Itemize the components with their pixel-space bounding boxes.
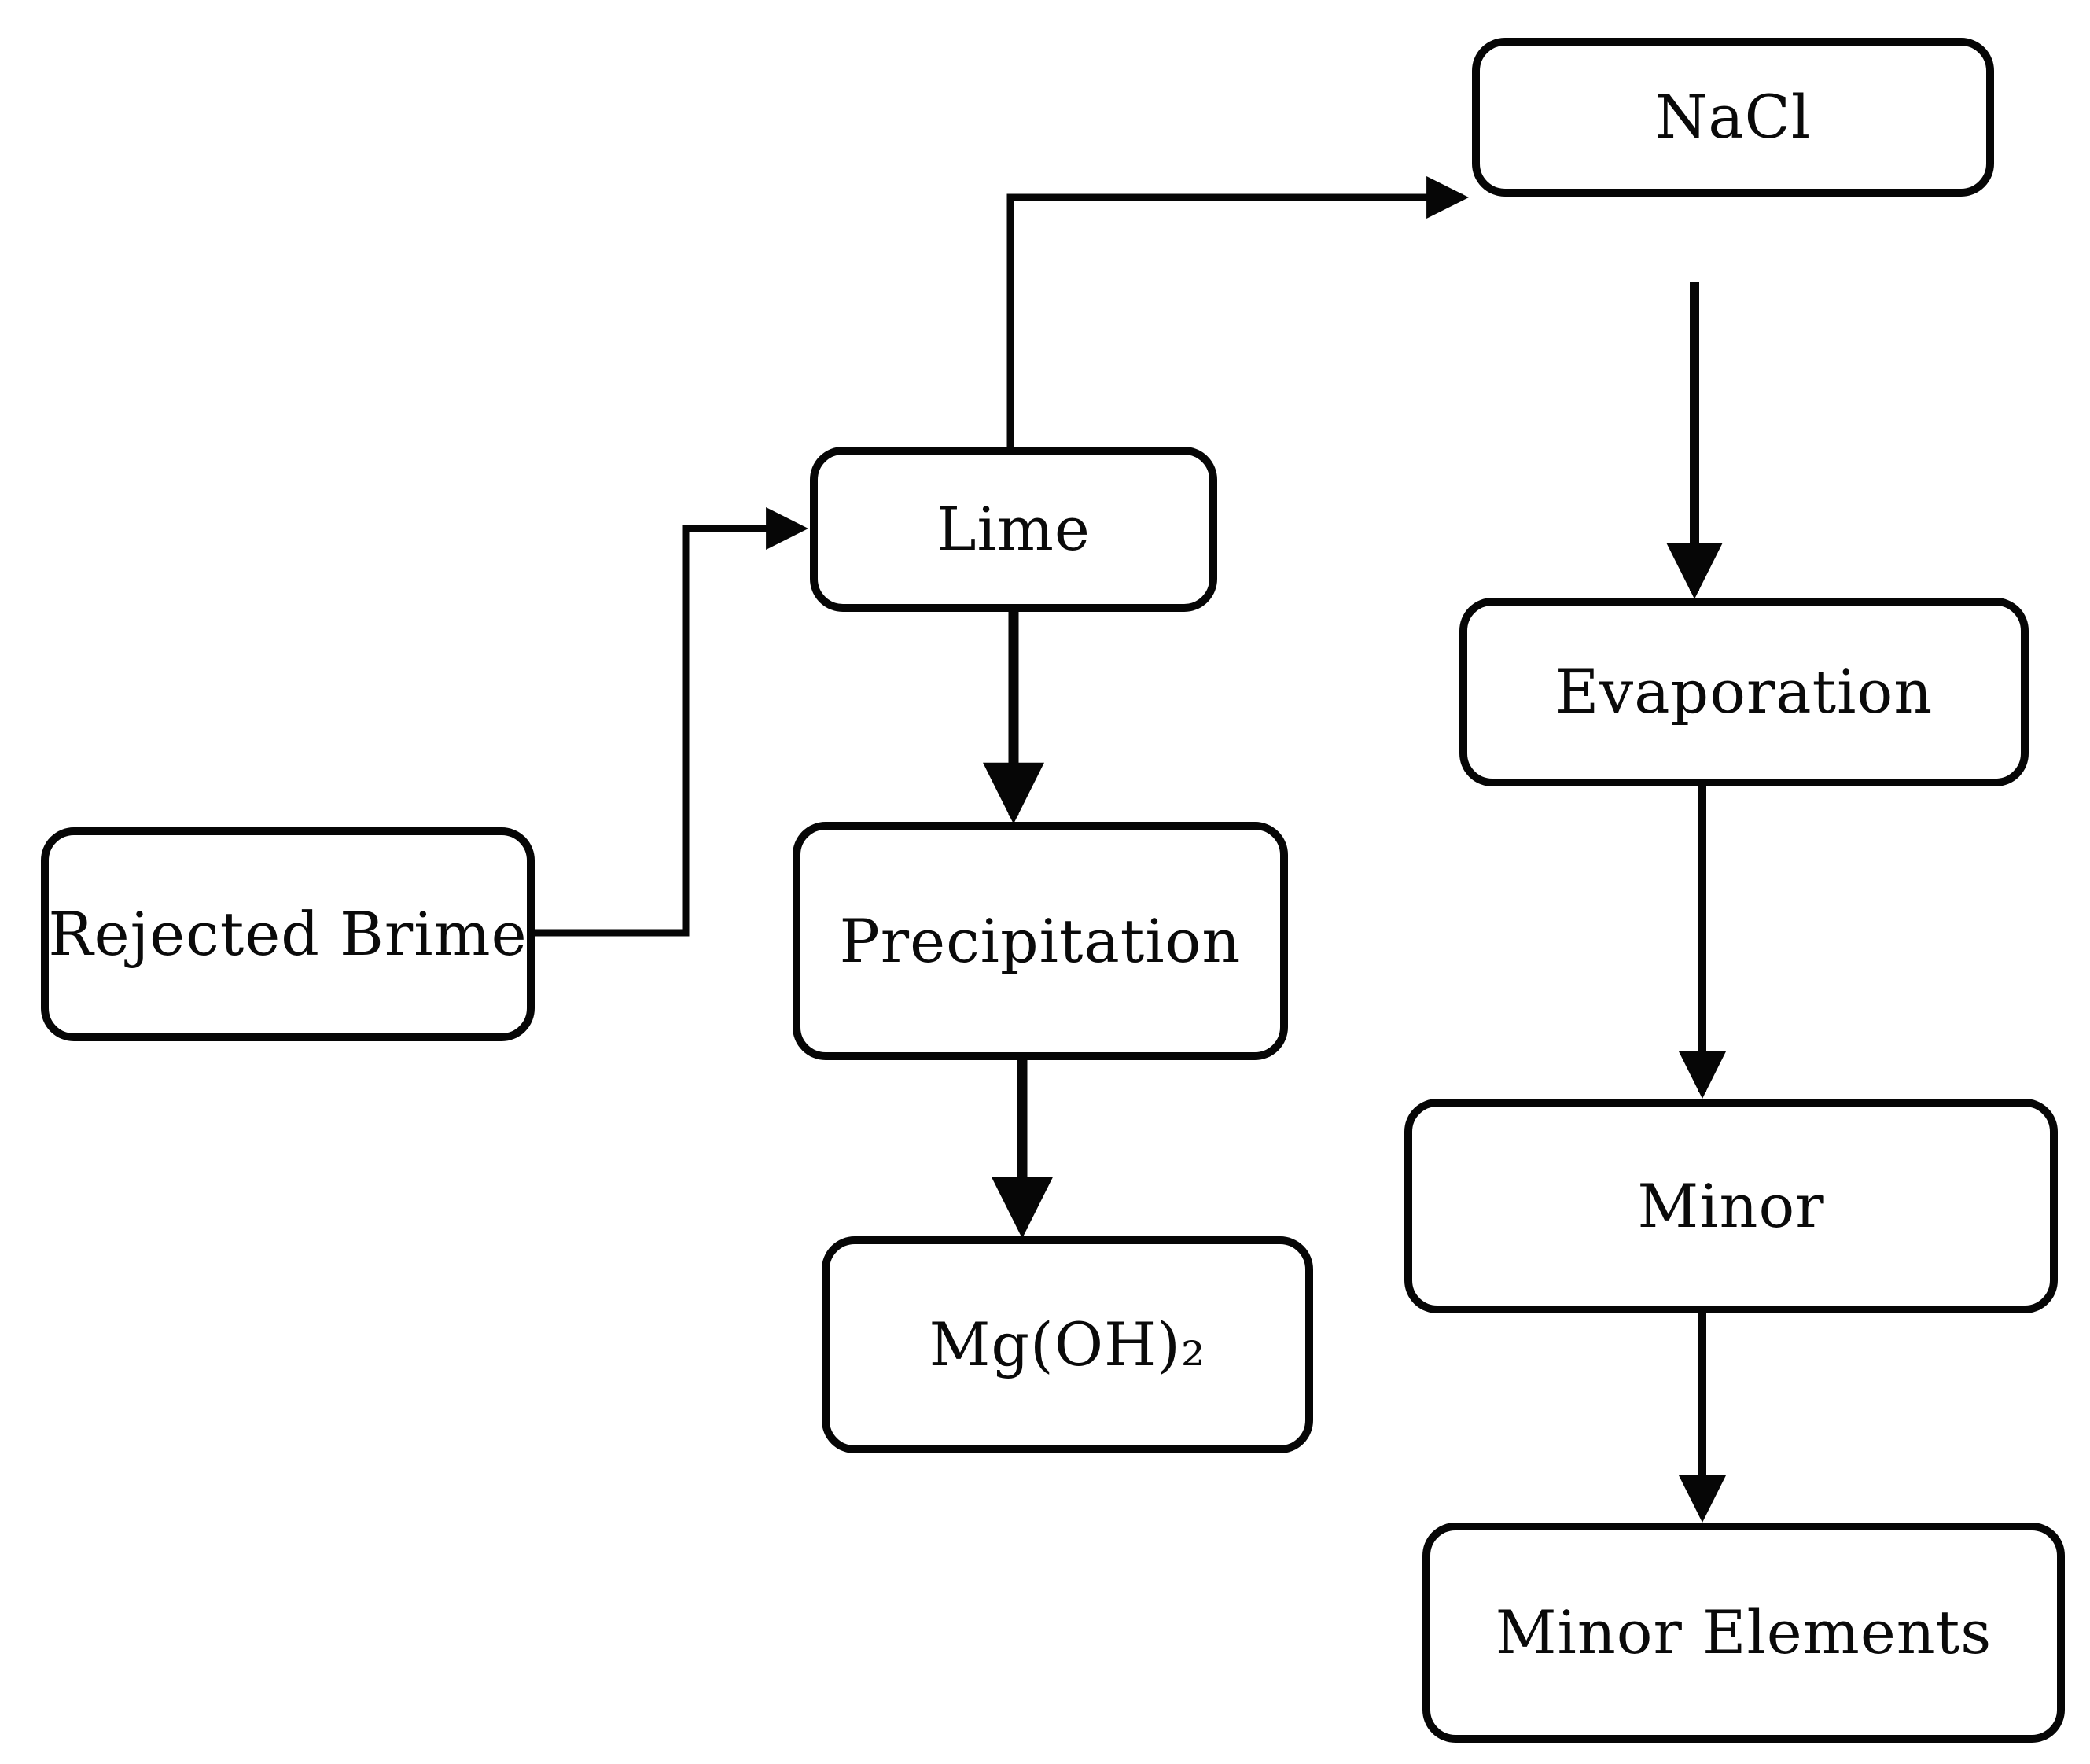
node-label-evaporation: Evaporation (1555, 657, 1934, 727)
node-rejected-brime: Rejected Brime (41, 827, 535, 1041)
node-label-rejected-brime: Rejected Brime (48, 899, 528, 970)
edge-rejected-brime-to-lime (535, 507, 809, 937)
node-label-precipitation: Precipitation (839, 905, 1242, 976)
edge-lime-to-nacl (1006, 176, 1470, 447)
node-label-nacl: NaCl (1654, 82, 1812, 153)
node-label-lime: Lime (936, 494, 1091, 565)
node-nacl: NaCl (1472, 38, 1994, 197)
node-precipitation: Precipitation (793, 822, 1288, 1060)
node-mgoh2: Mg(OH)₂ (822, 1236, 1313, 1453)
node-lime: Lime (810, 447, 1217, 612)
node-label-minor: Minor (1637, 1170, 1825, 1241)
node-minor-elements: Minor Elements (1422, 1523, 2065, 1743)
node-label-minor-elements: Minor Elements (1495, 1597, 1992, 1668)
node-label-mgoh2: Mg(OH)₂ (929, 1309, 1206, 1380)
node-evaporation: Evaporation (1459, 598, 2029, 786)
node-minor: Minor (1404, 1099, 2058, 1313)
